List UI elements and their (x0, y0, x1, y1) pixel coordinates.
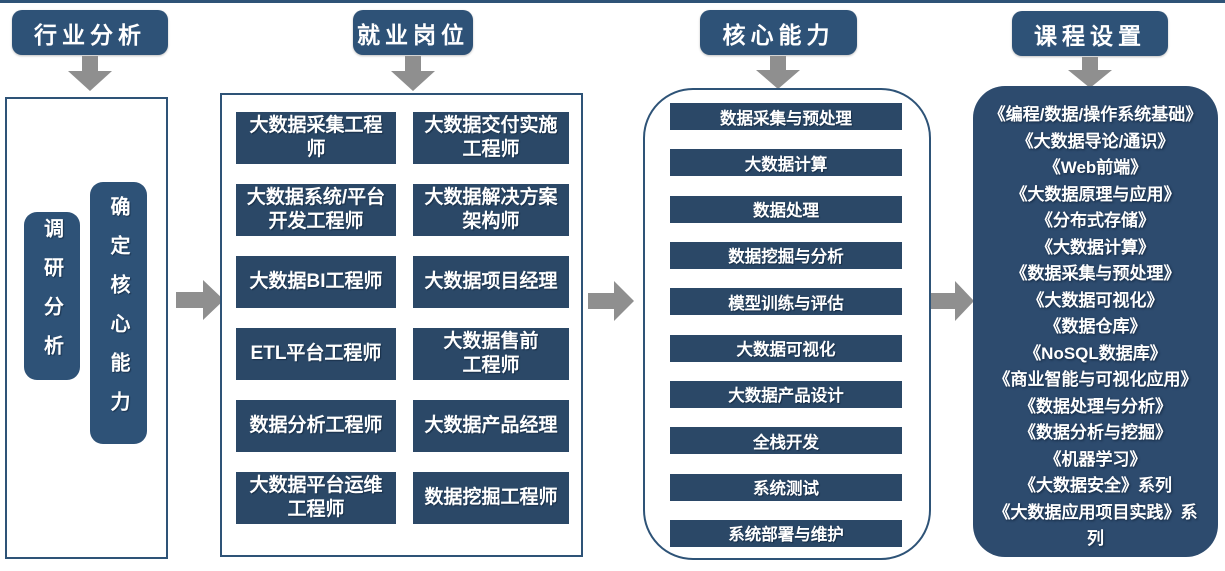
course-line: 《NoSQL数据库》 (1024, 343, 1167, 363)
job-item: 大数据售前 工程师 (413, 328, 569, 380)
course-line: 《商业智能与可视化应用》 (993, 370, 1198, 389)
course-line: 《编程/数据/操作系统基础》 (988, 105, 1203, 124)
ability-item: 系统部署与维护 (670, 519, 902, 547)
core-ability-pill: 确定核心能力 (90, 182, 147, 444)
ability-item: 模型训练与评估 (670, 288, 902, 316)
course-line: 《大数据导论/通识》 (1016, 131, 1175, 151)
ability-item: 大数据可视化 (670, 334, 902, 362)
right-arrow-icon (588, 281, 634, 321)
job-item: 大数据解决方案 架构师 (413, 184, 569, 236)
ability-item: 数据挖掘与分析 (670, 241, 902, 269)
job-item: 大数据交付实施 工程师 (413, 112, 569, 164)
abilities-list: 数据采集与预处理大数据计算数据处理数据挖掘与分析模型训练与评估大数据可视化大数据… (670, 103, 902, 547)
course-line: 《数据采集与预处理》 (1010, 264, 1181, 283)
course-line: 《数据分析与挖掘》 (1019, 423, 1172, 442)
courses-header: 课程设置 (1012, 11, 1168, 56)
jobs-left-list: 大数据采集工程 师大数据系统/平台 开发工程师大数据BI工程师 ETL平台工程师数… (236, 112, 396, 524)
abilities-header: 核心能力 (700, 10, 857, 55)
down-arrow-icon (756, 56, 800, 89)
industry-analysis-header: 行业分析 (12, 10, 168, 55)
ability-item: 系统测试 (670, 473, 902, 501)
job-item: 数据分析工程师 (236, 400, 396, 452)
job-item: 大数据采集工程 师 (236, 112, 396, 164)
research-panel: 调研分析 确定核心能力 (5, 97, 168, 559)
jobs-right-list: 大数据交付实施 工程师大数据解决方案 架构师大数据项目经理大数据售前 工程师大数… (413, 112, 569, 524)
down-arrow-icon (1068, 57, 1112, 88)
job-item: 大数据平台运维 工程师 (236, 472, 396, 524)
course-line: 《大数据应用项目实践》系 列 (993, 502, 1198, 549)
down-arrow-icon (391, 56, 435, 91)
ability-item: 数据采集与预处理 (670, 103, 902, 130)
job-item: 大数据系统/平台 开发工程师 (236, 184, 396, 236)
course-line: 《大数据原理与应用》 (1010, 184, 1181, 204)
bottom-divider (0, 0, 1225, 3)
courses-list: 《编程/数据/操作系统基础》《大数据导论/通识》《Web前端》《大数据原理与应用… (982, 102, 1209, 553)
job-item: ETL平台工程师 (236, 328, 396, 380)
abilities-panel: 数据采集与预处理大数据计算数据处理数据挖掘与分析模型训练与评估大数据可视化大数据… (643, 88, 931, 560)
course-line: 《大数据安全》系列 (1019, 476, 1172, 495)
job-item: 数据挖掘工程师 (413, 472, 569, 524)
course-line: 《数据仓库》 (1044, 317, 1147, 336)
courses-panel: 《编程/数据/操作系统基础》《大数据导论/通识》《Web前端》《大数据原理与应用… (973, 86, 1218, 557)
course-line: 《Web前端》 (1043, 158, 1148, 177)
ability-item: 数据处理 (670, 195, 902, 223)
job-item: 大数据产品经理 (413, 400, 569, 452)
course-line: 《大数据计算》 (1036, 237, 1155, 257)
course-line: 《机器学习》 (1044, 449, 1147, 469)
right-arrow-icon (931, 281, 974, 321)
ability-item: 大数据产品设计 (670, 380, 902, 408)
course-line: 《大数据可视化》 (1027, 290, 1164, 310)
job-item: 大数据项目经理 (413, 256, 569, 308)
course-line: 《分布式存储》 (1036, 211, 1155, 230)
research-pill: 调研分析 (24, 212, 80, 380)
ability-item: 大数据计算 (670, 149, 902, 177)
right-arrow-icon (176, 280, 224, 320)
jobs-header: 就业岗位 (353, 10, 473, 55)
course-line: 《数据处理与分析》 (1019, 396, 1172, 416)
ability-item: 全栈开发 (670, 427, 902, 455)
down-arrow-icon (68, 56, 112, 91)
job-item: 大数据BI工程师 (236, 256, 396, 308)
